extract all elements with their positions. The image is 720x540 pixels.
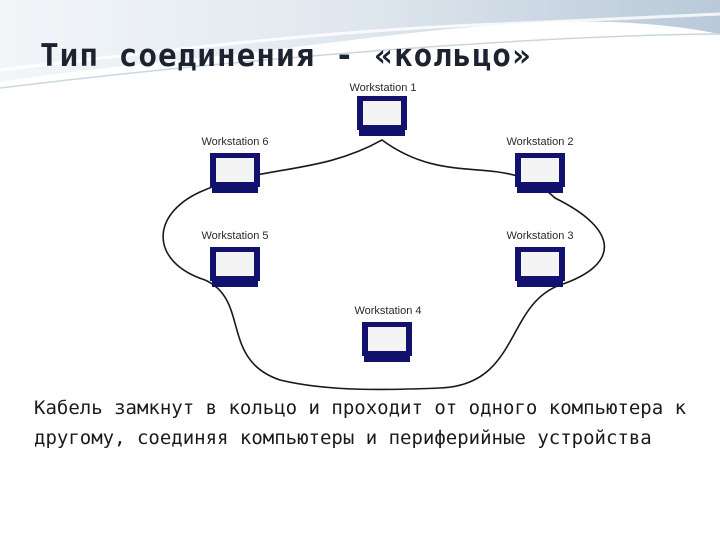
workstation-label: Workstation 1 — [349, 82, 416, 94]
workstation-3 — [515, 247, 565, 287]
monitor-screen — [363, 101, 401, 125]
monitor-base — [212, 281, 258, 287]
monitor-screen — [368, 327, 406, 351]
monitor-screen — [521, 158, 559, 182]
monitor-base — [517, 281, 563, 287]
workstation-4 — [362, 322, 412, 362]
workstation-label: Workstation 5 — [201, 230, 268, 242]
monitor-screen — [521, 252, 559, 276]
workstation-6 — [210, 153, 260, 193]
workstation-label: Workstation 4 — [354, 305, 421, 317]
monitor-base — [359, 130, 405, 136]
workstation-label: Workstation 3 — [506, 230, 573, 242]
monitor-base — [517, 187, 563, 193]
workstation-2 — [515, 153, 565, 193]
slide-body-text: Кабель замкнут в кольцо и проходит от од… — [34, 397, 687, 449]
monitor-screen — [216, 252, 254, 276]
slide-title: Тип соединения - «кольцо» — [40, 38, 532, 74]
header-band — [0, 0, 720, 89]
monitor-base — [364, 356, 410, 362]
header-swoosh-line — [0, 33, 720, 89]
workstation-5 — [210, 247, 260, 287]
ring-cable — [162, 139, 606, 391]
monitor-screen — [216, 158, 254, 182]
workstation-label: Workstation 2 — [506, 136, 573, 148]
header-swoosh — [0, 0, 720, 82]
header-swoosh-line — [0, 12, 720, 72]
monitor-base — [212, 187, 258, 193]
workstation-label: Workstation 6 — [201, 136, 268, 148]
workstation-1 — [357, 96, 407, 136]
